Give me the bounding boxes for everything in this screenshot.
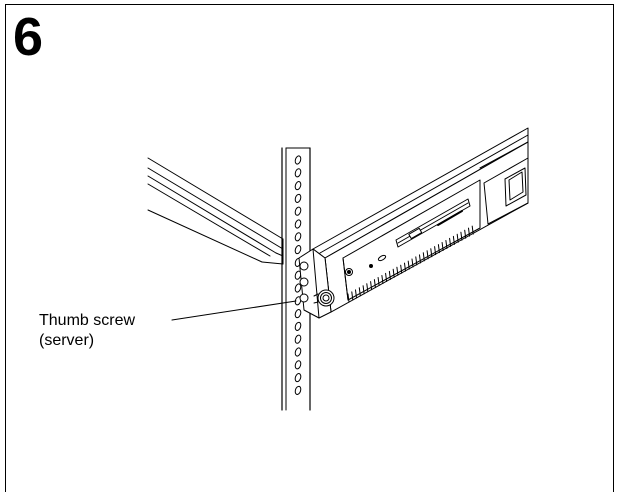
- rack-hole: [294, 334, 302, 344]
- rack-hole: [294, 206, 302, 216]
- vent-slot: [471, 225, 474, 235]
- vent-slot: [411, 258, 414, 268]
- thumb-screw-callout: Thumb screw (server): [39, 311, 135, 351]
- vent-slot: [388, 270, 391, 280]
- callout-label-line1: Thumb screw: [39, 312, 136, 329]
- figure-frame: [5, 4, 614, 492]
- rack-hole: [294, 219, 302, 229]
- rack-hole: [294, 321, 302, 331]
- front-vents: [347, 225, 474, 303]
- vent-slot: [392, 268, 395, 278]
- rack-hole: [294, 245, 302, 255]
- vent-slot: [468, 227, 470, 237]
- rack-post-holes: [294, 155, 302, 395]
- vent-slot: [449, 237, 452, 247]
- rack-hole: [294, 232, 302, 242]
- vent-slot: [347, 293, 350, 303]
- vent-slot: [373, 279, 376, 289]
- vent-slot: [437, 244, 440, 254]
- server-chassis: [312, 127, 529, 313]
- vent-slot: [441, 242, 444, 251]
- vent-slot: [351, 291, 354, 301]
- vent-slot: [407, 260, 410, 270]
- vent-slot: [456, 233, 459, 243]
- rack-hole: [294, 283, 302, 293]
- vent-slot: [370, 281, 373, 291]
- rack-hole: [294, 155, 302, 165]
- vent-slot: [422, 252, 425, 262]
- vent-slot: [415, 256, 418, 266]
- rack-hole: [294, 296, 302, 306]
- rack-hole: [294, 385, 302, 395]
- callout-label-line2: (server): [39, 332, 95, 349]
- vent-slot: [452, 235, 455, 245]
- rack-hole: [294, 181, 302, 191]
- rack-hole: [294, 309, 302, 319]
- vent-slot: [385, 272, 388, 282]
- vent-slot: [381, 275, 384, 284]
- vent-slot: [362, 285, 365, 295]
- rack-hole: [294, 360, 302, 370]
- rack-hole: [294, 193, 302, 203]
- vent-slot: [430, 248, 433, 258]
- vent-slot: [366, 283, 369, 293]
- vent-slot: [464, 229, 467, 239]
- vent-slot: [445, 240, 448, 249]
- vent-slot: [426, 250, 429, 260]
- slide-rail: [147, 157, 284, 265]
- rack-hole: [294, 373, 302, 383]
- vent-slot: [355, 289, 357, 299]
- vent-slot: [434, 246, 437, 256]
- rack-hole: [294, 347, 302, 357]
- vent-slot: [404, 262, 406, 272]
- vent-slot: [419, 254, 421, 264]
- callout-leader-line: [171, 300, 297, 321]
- vent-slot: [396, 266, 399, 276]
- step-number: 6: [13, 7, 44, 67]
- vent-slot: [377, 277, 380, 286]
- vent-slot: [400, 264, 403, 274]
- vent-slot: [358, 287, 361, 297]
- vent-slot: [460, 231, 463, 241]
- thumb-screw: [313, 289, 335, 307]
- rack-hole: [294, 168, 302, 178]
